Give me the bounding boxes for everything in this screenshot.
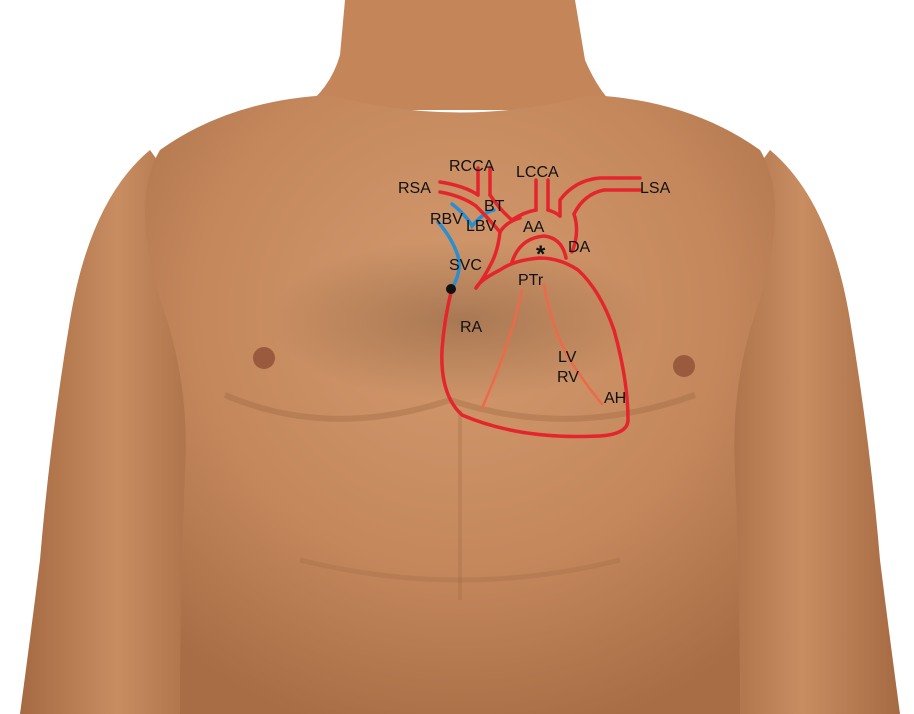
neck: [300, 0, 620, 110]
label-rv: RV: [557, 369, 579, 386]
label-rcca: RCCA: [449, 158, 495, 175]
left-nipple: [673, 355, 695, 377]
label-rsa: RSA: [398, 180, 431, 197]
label-ra: RA: [460, 319, 483, 336]
label-da: DA: [568, 239, 591, 256]
label-svc: SVC: [449, 257, 482, 274]
svc-junction-dot: [446, 284, 456, 294]
label-aa: AA: [523, 219, 545, 236]
label-ptr: PTr: [518, 272, 544, 289]
label-bt: BT: [484, 198, 505, 215]
label-lbv: LBV: [466, 218, 497, 235]
label-ah: AH: [604, 390, 626, 407]
right-nipple: [253, 347, 275, 369]
torso-photo: [20, 0, 900, 714]
label-lv: LV: [558, 349, 577, 366]
label-rbv: RBV: [430, 211, 463, 228]
asterisk-marker: *: [536, 241, 546, 268]
label-lcca: LCCA: [516, 164, 559, 181]
label-lsa: LSA: [640, 180, 671, 197]
